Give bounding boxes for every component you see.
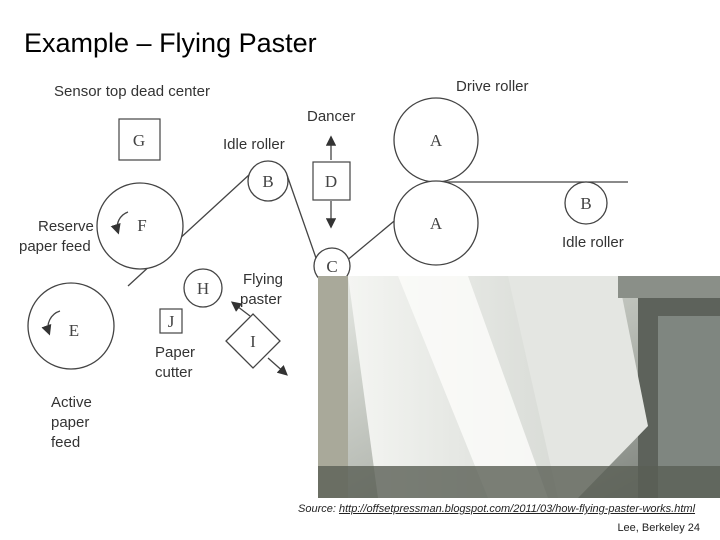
label-a-bottom: A [430, 214, 443, 233]
paper-cutter-j [159, 308, 183, 334]
label-i: I [250, 332, 256, 351]
label-idle-roller-right: Idle roller [562, 234, 624, 251]
label-d: D [325, 172, 337, 191]
label-a-top: A [430, 131, 443, 150]
source-link[interactable]: http://offsetpressman.blogspot.com/2011/… [338, 503, 696, 515]
label-b-right: B [580, 194, 591, 213]
label-f: F [137, 216, 146, 235]
label-idle-roller-left: Idle roller [223, 136, 285, 153]
idle-roller-b-right [564, 181, 608, 225]
slide-title: Example – Flying Paster [24, 28, 317, 58]
label-active-3: feed [51, 434, 80, 451]
label-dancer: Dancer [307, 108, 355, 125]
source-citation: Source: http://offsetpressman.blogspot.c… [298, 503, 720, 515]
label-flying-2: paster [240, 291, 282, 308]
active-roll-e [27, 282, 115, 370]
reserve-roll-f [96, 182, 184, 270]
roller-h [183, 268, 223, 308]
label-drive-roller: Drive roller [456, 78, 529, 95]
label-paper-cutter-2: cutter [155, 364, 193, 381]
label-c: C [326, 257, 337, 276]
web-path-dancer [286, 174, 317, 259]
dancer-box-d [312, 161, 351, 201]
source-prefix: Source: [298, 503, 336, 515]
label-flying-1: Flying [243, 271, 283, 288]
label-paper-cutter-1: Paper [155, 344, 195, 361]
machine-photo [318, 276, 720, 498]
label-reserve-1: Reserve [38, 218, 94, 235]
label-h: H [197, 279, 209, 298]
slide-footer: Lee, Berkeley 24 [617, 522, 700, 534]
label-e: E [69, 321, 79, 340]
label-j: J [168, 312, 175, 331]
label-g: G [133, 131, 145, 150]
label-active-1: Active [51, 394, 92, 411]
label-reserve-2: paper feed [19, 238, 91, 255]
drive-roller-a-bottom [393, 180, 479, 266]
sensor-box-g [118, 118, 161, 161]
label-b-left: B [262, 172, 273, 191]
label-sensor: Sensor top dead center [54, 83, 210, 100]
flying-paster-i [225, 313, 281, 369]
label-active-2: paper [51, 414, 89, 431]
idle-roller-b-left [247, 160, 289, 202]
